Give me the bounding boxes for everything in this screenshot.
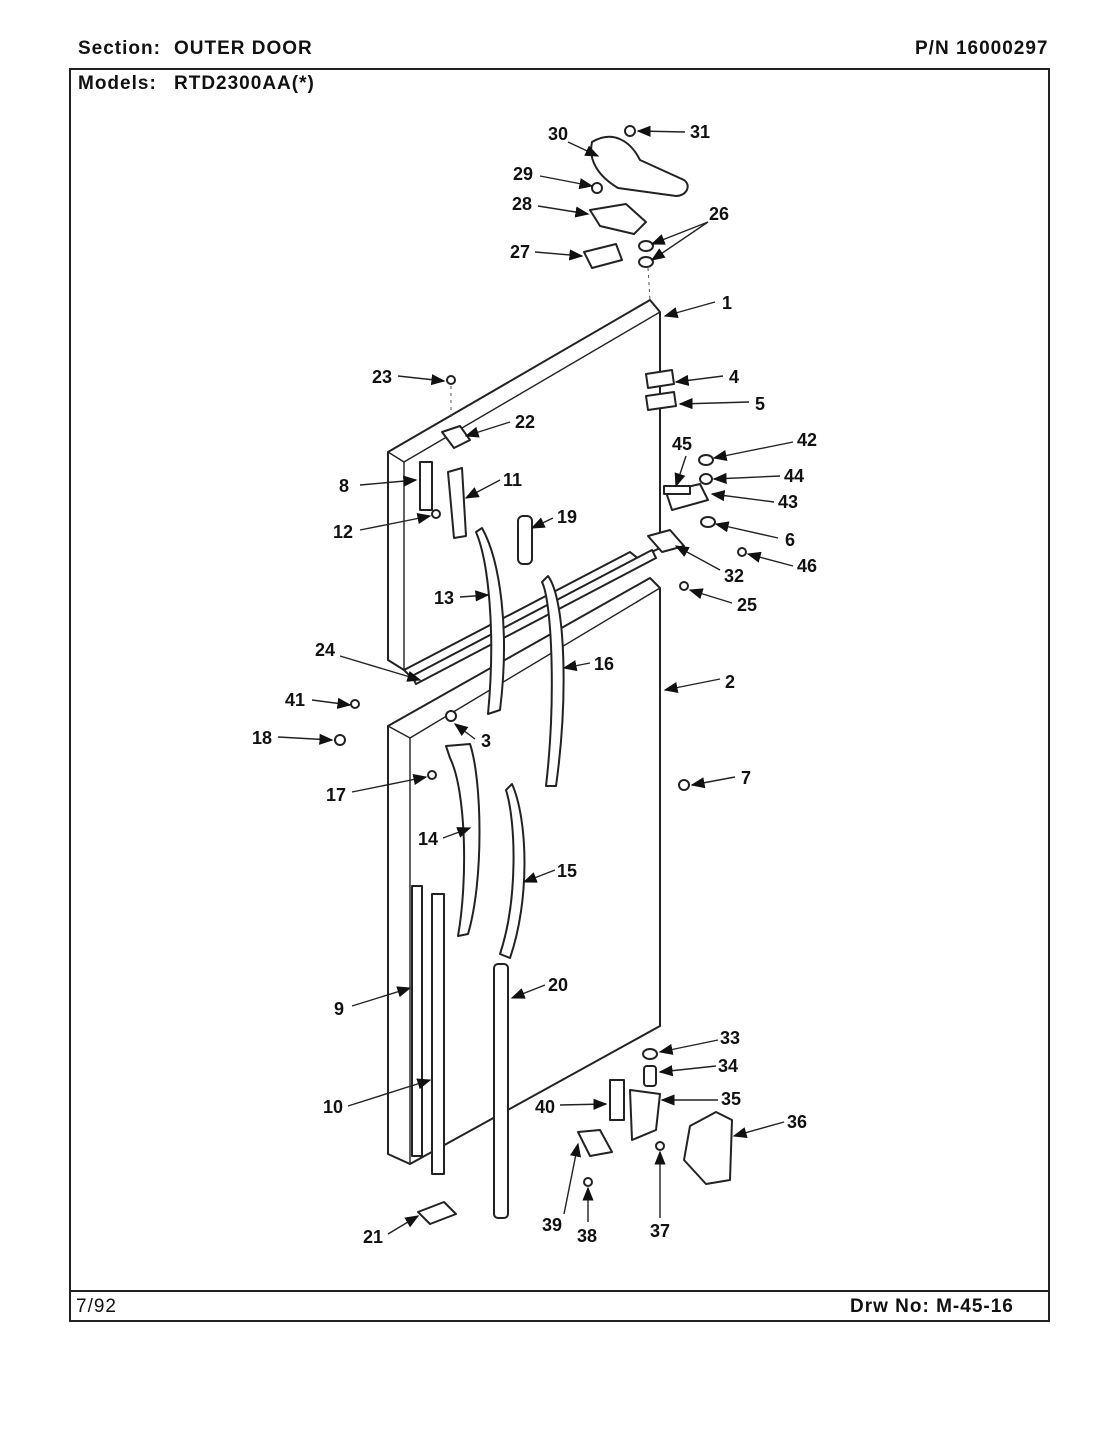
plug-18 — [334, 734, 346, 746]
plug-22 — [441, 425, 471, 449]
callout-5: 5 — [755, 394, 765, 414]
callout-29: 29 — [513, 164, 533, 184]
callout-45: 45 — [672, 434, 692, 454]
section-value: OUTER DOOR — [174, 38, 313, 59]
section-label: Section: — [78, 38, 161, 59]
screw-46 — [737, 547, 747, 557]
screw-12 — [431, 509, 441, 519]
part-number: P/N 16000297 — [915, 38, 1049, 59]
callout-14: 14 — [418, 829, 438, 849]
callout-32: 32 — [724, 566, 744, 586]
bushing-44 — [699, 473, 713, 485]
callout-44: 44 — [784, 466, 804, 486]
bottom-hinge-cover — [683, 1111, 733, 1185]
callout-42: 42 — [797, 430, 817, 450]
handle-trim-15 — [499, 783, 526, 959]
callout-41: 41 — [285, 690, 305, 710]
callout-17: 17 — [326, 785, 346, 805]
screw-41 — [350, 699, 360, 709]
hinge-cover — [590, 135, 689, 197]
callout-16: 16 — [594, 654, 614, 674]
handle-plate-8 — [419, 461, 433, 511]
callout-12: 12 — [333, 522, 353, 542]
callout-8: 8 — [339, 476, 349, 496]
diagram-frame — [69, 68, 1050, 1322]
trim-strip-10 — [431, 893, 445, 1175]
badge-4 — [645, 369, 675, 389]
washer-33 — [642, 1048, 658, 1060]
screw-25 — [679, 581, 689, 591]
pin-45 — [663, 485, 691, 495]
callout-40: 40 — [535, 1097, 555, 1117]
callout-10: 10 — [323, 1097, 343, 1117]
washer-6 — [700, 516, 716, 528]
screw-17 — [427, 770, 437, 780]
screw-23 — [446, 375, 456, 385]
lower-handle — [445, 743, 481, 937]
callout-28: 28 — [512, 194, 532, 214]
plate-40 — [609, 1079, 625, 1121]
models-value: RTD2300AA(*) — [174, 73, 315, 94]
callout-20: 20 — [548, 975, 568, 995]
bracket-11 — [447, 467, 467, 539]
trim-strip-9 — [411, 885, 423, 1157]
callout-43: 43 — [778, 492, 798, 512]
bracket-39 — [577, 1129, 613, 1157]
callout-13: 13 — [434, 588, 454, 608]
upper-hinge — [589, 203, 647, 235]
callout-2: 2 — [725, 672, 735, 692]
callout-37: 37 — [650, 1221, 670, 1241]
callout-36: 36 — [787, 1112, 807, 1132]
screw-37 — [655, 1141, 665, 1151]
callout-21: 21 — [363, 1227, 383, 1247]
callout-25: 25 — [737, 595, 757, 615]
footer-divider — [69, 1290, 1050, 1292]
upper-handle — [475, 527, 505, 715]
callout-39: 39 — [542, 1215, 562, 1235]
callout-labels: 1 2 3 4 5 6 7 8 9 10 11 12 13 14 15 16 1… — [252, 122, 817, 1247]
screw-3 — [445, 710, 457, 722]
handle-trim-16 — [541, 575, 565, 787]
callout-11: 11 — [503, 470, 522, 490]
callout-23: 23 — [372, 367, 392, 387]
callout-30: 30 — [548, 124, 568, 144]
callout-9: 9 — [334, 999, 344, 1019]
hinge-shim — [583, 243, 623, 269]
models-label: Models: — [78, 73, 157, 94]
footer-date: 7/92 — [76, 1296, 117, 1317]
callout-46: 46 — [797, 556, 817, 576]
drawing-number: Drw No: M-45-16 — [850, 1296, 1014, 1317]
screw-38 — [583, 1177, 593, 1187]
callout-33: 33 — [720, 1028, 740, 1048]
callout-24: 24 — [315, 640, 335, 660]
callout-19: 19 — [557, 507, 577, 527]
callout-6: 6 — [785, 530, 795, 550]
callout-4: 4 — [729, 367, 739, 387]
callout-26: 26 — [709, 204, 729, 224]
callout-31: 31 — [690, 122, 710, 142]
bottom-hinge-35 — [629, 1089, 661, 1141]
callout-34: 34 — [718, 1056, 738, 1076]
plug-21 — [417, 1201, 457, 1225]
callout-3: 3 — [481, 731, 491, 751]
plug-7 — [678, 779, 690, 791]
callout-38: 38 — [577, 1226, 597, 1246]
callout-22: 22 — [515, 412, 535, 432]
callout-18: 18 — [252, 728, 272, 748]
strip-20 — [493, 963, 509, 1219]
bushing-34 — [643, 1065, 657, 1087]
callout-1: 1 — [722, 293, 732, 313]
callout-27: 27 — [510, 242, 530, 262]
washer-lower — [638, 256, 654, 268]
screw-29 — [591, 182, 603, 194]
badge-5 — [645, 391, 677, 411]
insert-19 — [517, 515, 533, 565]
screw-31 — [624, 125, 636, 137]
callout-7: 7 — [741, 768, 751, 788]
washer-upper — [638, 240, 654, 252]
callout-15: 15 — [557, 861, 577, 881]
washer-42 — [698, 454, 714, 466]
callout-35: 35 — [721, 1089, 741, 1109]
